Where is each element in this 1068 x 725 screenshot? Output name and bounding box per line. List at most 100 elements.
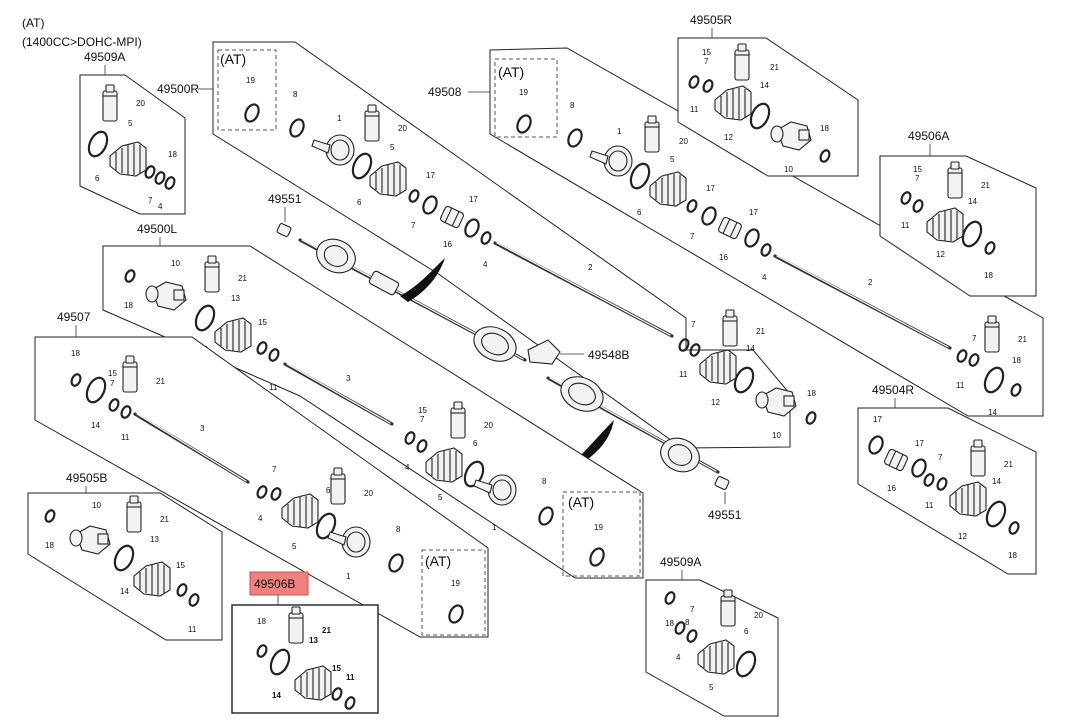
svg-text:18: 18 [984, 271, 993, 280]
svg-text:21: 21 [160, 515, 169, 524]
at-label: (AT) [220, 51, 246, 67]
group-49509A-left[interactable]: 49509A 20 5 6 7 4 18 [79, 50, 186, 215]
selected-part-label[interactable]: 49506B [254, 577, 295, 591]
svg-text:4: 4 [405, 463, 410, 472]
group-label: 49509A [84, 50, 125, 64]
svg-text:16: 16 [443, 240, 452, 249]
svg-text:15: 15 [332, 664, 341, 673]
group-49509A-right[interactable]: 49509A 18 7 8 4 20 5 6 [645, 555, 779, 717]
at-label: (AT) [425, 553, 451, 569]
group-label: 49504R [872, 383, 914, 397]
svg-text:21: 21 [156, 377, 165, 386]
svg-text:18: 18 [124, 301, 133, 310]
svg-text:5: 5 [128, 119, 133, 128]
svg-text:15: 15 [418, 406, 427, 415]
group-label-49548B: 49548B [588, 348, 629, 362]
svg-text:16: 16 [719, 253, 728, 262]
svg-text:15: 15 [108, 369, 117, 378]
svg-text:6: 6 [473, 439, 478, 448]
svg-text:12: 12 [936, 250, 945, 259]
svg-text:18: 18 [1008, 551, 1017, 560]
svg-text:15: 15 [913, 165, 922, 174]
group-label: 49508 [428, 85, 462, 99]
svg-text:1: 1 [346, 572, 351, 581]
svg-text:7: 7 [915, 174, 920, 183]
svg-text:10: 10 [784, 165, 793, 174]
svg-text:1: 1 [492, 523, 497, 532]
svg-text:11: 11 [346, 673, 355, 682]
at-label: (AT) [498, 64, 524, 80]
svg-text:19: 19 [246, 76, 255, 85]
group-49504R[interactable]: 49504R 17 16 17 11 7 21 12 14 18 [857, 383, 1037, 575]
svg-text:20: 20 [679, 137, 688, 146]
group-label: 49500R [157, 82, 199, 96]
svg-text:11: 11 [121, 433, 130, 442]
svg-text:21: 21 [1018, 335, 1027, 344]
svg-text:17: 17 [426, 171, 435, 180]
svg-text:7: 7 [690, 232, 695, 241]
svg-text:7: 7 [704, 57, 709, 66]
svg-text:14: 14 [992, 477, 1001, 486]
group-label: 49505R [690, 13, 732, 27]
outer-joint-icon [316, 238, 356, 274]
svg-text:5: 5 [709, 683, 714, 692]
svg-text:15: 15 [176, 561, 185, 570]
svg-text:6: 6 [744, 627, 749, 636]
group-49505B[interactable]: 49505B 18 10 21 14 13 15 11 [27, 471, 223, 641]
svg-text:7: 7 [690, 605, 695, 614]
group-49506A[interactable]: 49506A 15 7 11 21 12 14 18 [879, 129, 1037, 297]
svg-text:13: 13 [150, 535, 159, 544]
group-49507[interactable]: 49507 18 14 15 7 11 21 3 4 7 5 20 6 1 8 … [34, 310, 489, 638]
svg-text:12: 12 [711, 398, 720, 407]
svg-text:17: 17 [915, 439, 924, 448]
grease-tube-icon [722, 309, 738, 347]
svg-text:13: 13 [309, 636, 318, 645]
svg-text:15: 15 [258, 318, 267, 327]
svg-text:7: 7 [110, 379, 115, 388]
group-label: 49500L [137, 222, 177, 236]
header-line-2: (1400CC>DOHC-MPI) [22, 35, 142, 49]
central-drive-shaft[interactable]: 49551 49548B 49551 [268, 192, 742, 522]
group-label: 49505B [66, 471, 107, 485]
svg-text:21: 21 [1004, 460, 1013, 469]
svg-text:19: 19 [451, 579, 460, 588]
svg-text:15: 15 [702, 48, 711, 57]
svg-text:10: 10 [171, 259, 180, 268]
svg-text:7: 7 [411, 221, 416, 230]
svg-text:20: 20 [136, 99, 145, 108]
svg-text:20: 20 [364, 489, 373, 498]
nut-icon [714, 476, 730, 490]
svg-text:17: 17 [873, 415, 882, 424]
group-49505R[interactable]: 49505R 15 7 11 21 12 14 10 18 [677, 13, 859, 177]
svg-text:14: 14 [746, 344, 755, 353]
svg-text:14: 14 [968, 197, 977, 206]
nut-icon [276, 223, 292, 237]
svg-text:7: 7 [938, 453, 943, 462]
svg-text:20: 20 [398, 124, 407, 133]
svg-text:20: 20 [754, 611, 763, 620]
svg-text:4: 4 [676, 653, 681, 662]
svg-text:7: 7 [420, 415, 425, 424]
svg-text:21: 21 [770, 63, 779, 72]
svg-text:18: 18 [257, 617, 266, 626]
group-49506B[interactable]: 49506B 18 21 14 13 15 11 [231, 571, 379, 714]
svg-text:7: 7 [691, 320, 696, 329]
svg-text:10: 10 [772, 431, 781, 440]
svg-text:19: 19 [519, 88, 528, 97]
group-label-49551-top: 49551 [268, 192, 302, 206]
svg-text:18: 18 [665, 619, 674, 628]
svg-text:8: 8 [396, 525, 401, 534]
group-49508[interactable]: 49508 (AT) 19 8 1 20 6 5 7 17 16 17 4 2 … [428, 47, 1044, 417]
group-label: 49509A [660, 555, 701, 569]
outer-joint-icon [660, 437, 700, 473]
svg-text:7: 7 [272, 465, 277, 474]
svg-text:18: 18 [807, 389, 816, 398]
svg-text:4: 4 [158, 202, 163, 211]
svg-text:5: 5 [438, 493, 443, 502]
svg-text:16: 16 [887, 484, 896, 493]
svg-text:13: 13 [231, 294, 240, 303]
svg-text:14: 14 [760, 81, 769, 90]
selected-part-highlight[interactable] [249, 571, 309, 596]
group-49500R[interactable]: 49500R (AT) 19 8 1 20 6 5 7 17 16 17 4 2… [157, 41, 819, 449]
